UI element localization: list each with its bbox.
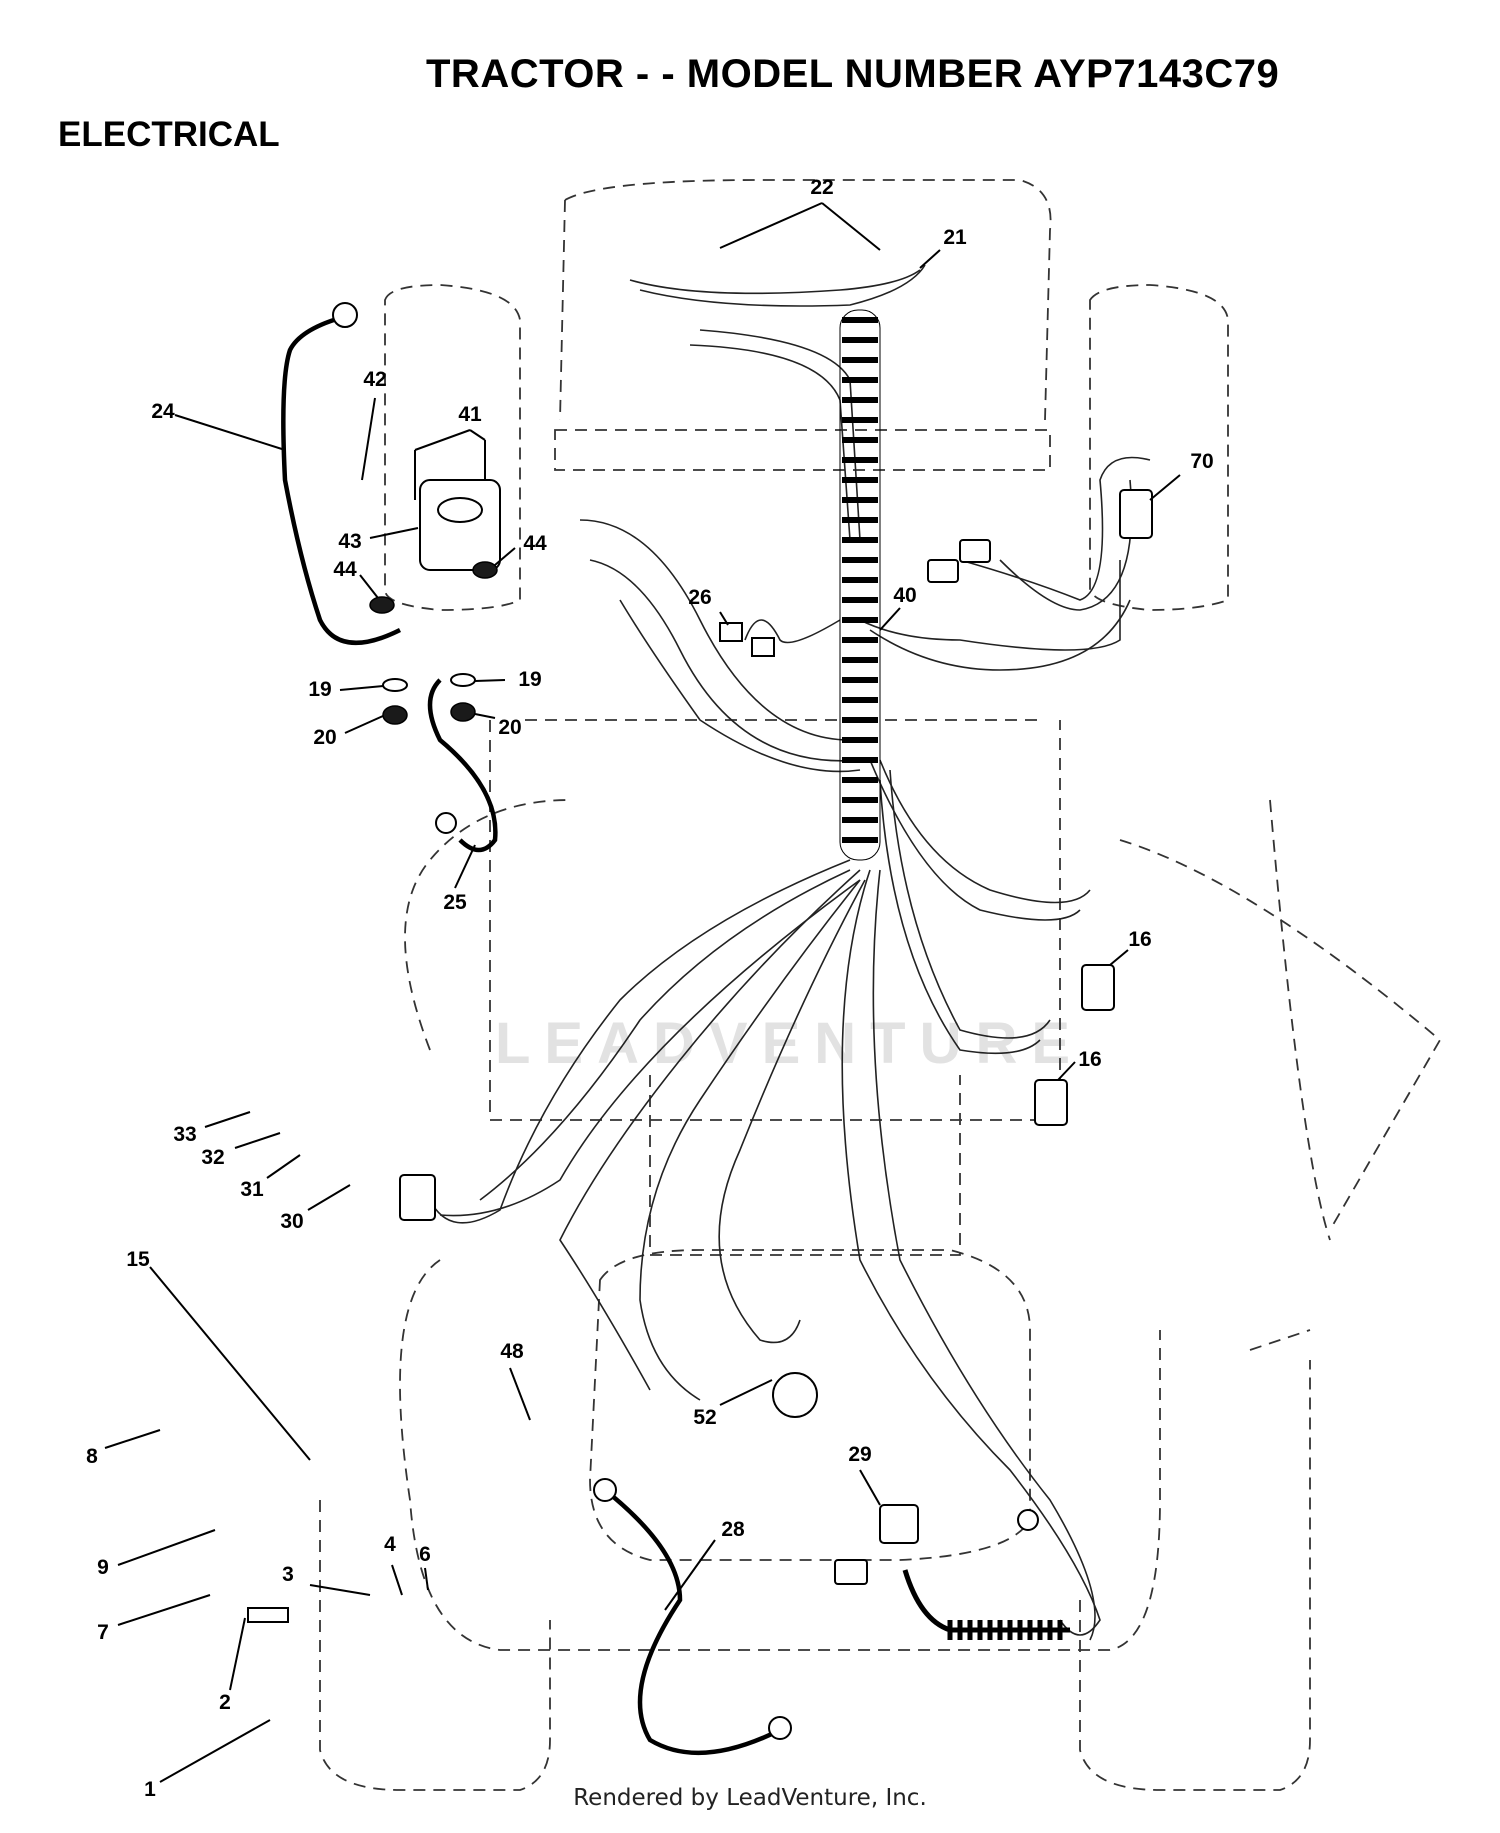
nut-20b (450, 702, 476, 722)
callout-2: 2 (219, 1691, 231, 1714)
section-label: ELECTRICAL (58, 115, 280, 154)
left-rear-wheel-outline (319, 1500, 551, 1791)
callout-19-left: 19 (308, 678, 332, 701)
callout-25: 25 (443, 891, 467, 914)
deck-right-outline (1119, 839, 1442, 1231)
seat-deck-outline (399, 1259, 1161, 1651)
callout-44-right: 44 (523, 532, 547, 555)
callout-48: 48 (500, 1340, 524, 1363)
callout-30: 30 (280, 1210, 304, 1233)
deck-left-outline (404, 799, 571, 1051)
solenoid-assembly (369, 440, 501, 725)
wire-harness (429, 264, 1151, 1641)
callout-3: 3 (282, 1563, 294, 1586)
cable-tie-52 (772, 1372, 818, 1418)
callout-33: 33 (173, 1123, 197, 1146)
callout-16-upper: 16 (1128, 928, 1152, 951)
callout-42: 42 (363, 368, 387, 391)
callout-leaders (104, 202, 1181, 1783)
callout-43: 43 (338, 530, 362, 553)
callout-21: 21 (943, 226, 967, 249)
fuse-26a (719, 622, 743, 642)
ring-terminal-28a (593, 1478, 617, 1502)
left-front-wheel-outline (384, 284, 521, 611)
callout-8: 8 (86, 1445, 98, 1468)
connector-small-2 (927, 559, 959, 583)
hood-outline (564, 179, 1052, 421)
callout-70: 70 (1190, 450, 1214, 473)
nut-44a (369, 596, 395, 614)
callout-32: 32 (201, 1146, 225, 1169)
seat-connector (834, 1559, 868, 1585)
ring-terminal-29 (1017, 1509, 1039, 1531)
dash-panel-outline (554, 199, 1051, 471)
ring-terminal-24a (332, 302, 358, 328)
nut-44b (472, 561, 498, 579)
ring-terminal-25 (435, 812, 457, 834)
callout-28: 28 (721, 1518, 745, 1541)
fender-outline (1249, 799, 1331, 1351)
callout-31: 31 (240, 1178, 264, 1201)
right-front-wheel-outline (1089, 284, 1229, 611)
footer-credit: Rendered by LeadVenture, Inc. (573, 1785, 927, 1811)
ignition-connector-30 (399, 1174, 436, 1221)
connector-16b (1034, 1079, 1068, 1126)
frame-outline (489, 720, 1061, 1121)
rear-coiled-cord (902, 1569, 1070, 1640)
washer-19b (450, 673, 476, 687)
callout-22: 22 (810, 176, 834, 199)
solenoid-body (419, 479, 501, 571)
callout-24: 24 (151, 400, 175, 423)
connector-70 (1119, 489, 1153, 539)
callout-20-left: 20 (313, 726, 337, 749)
diagram-title: TRACTOR - - MODEL NUMBER AYP7143C79 (426, 52, 1280, 96)
ground-cable-28 (603, 1488, 782, 1756)
right-rear-wheel-outline (1079, 1360, 1311, 1791)
watermark-text: LEADVENTURE (495, 1011, 1085, 1076)
callout-15: 15 (126, 1248, 150, 1271)
callout-41: 41 (458, 403, 482, 426)
seat-switch-29 (879, 1504, 919, 1544)
battery-cable-24 (281, 315, 402, 646)
callout-44-left: 44 (333, 558, 357, 581)
callout-40: 40 (893, 584, 917, 607)
center-frame-outline (525, 719, 1040, 1256)
callout-52: 52 (693, 1406, 717, 1429)
ring-terminal-28b (768, 1716, 792, 1740)
callout-26: 26 (688, 586, 712, 609)
nut-20a (382, 705, 408, 725)
callout-7: 7 (97, 1621, 109, 1644)
callout-9: 9 (97, 1556, 109, 1579)
callout-1: 1 (144, 1778, 156, 1801)
harness-coil-40 (839, 309, 881, 861)
callout-19-right: 19 (518, 668, 542, 691)
callout-6: 6 (419, 1543, 431, 1566)
connector-small-1 (959, 539, 991, 563)
fuse-26b (751, 637, 775, 657)
battery-cable-25 (427, 678, 498, 853)
callout-29: 29 (848, 1443, 872, 1466)
callout-16-lower: 16 (1078, 1048, 1102, 1071)
callout-4: 4 (384, 1533, 396, 1556)
bolt-2 (247, 1607, 289, 1623)
callout-20-right: 20 (498, 716, 522, 739)
washer-19a (382, 678, 408, 692)
connector-16a (1081, 964, 1115, 1011)
